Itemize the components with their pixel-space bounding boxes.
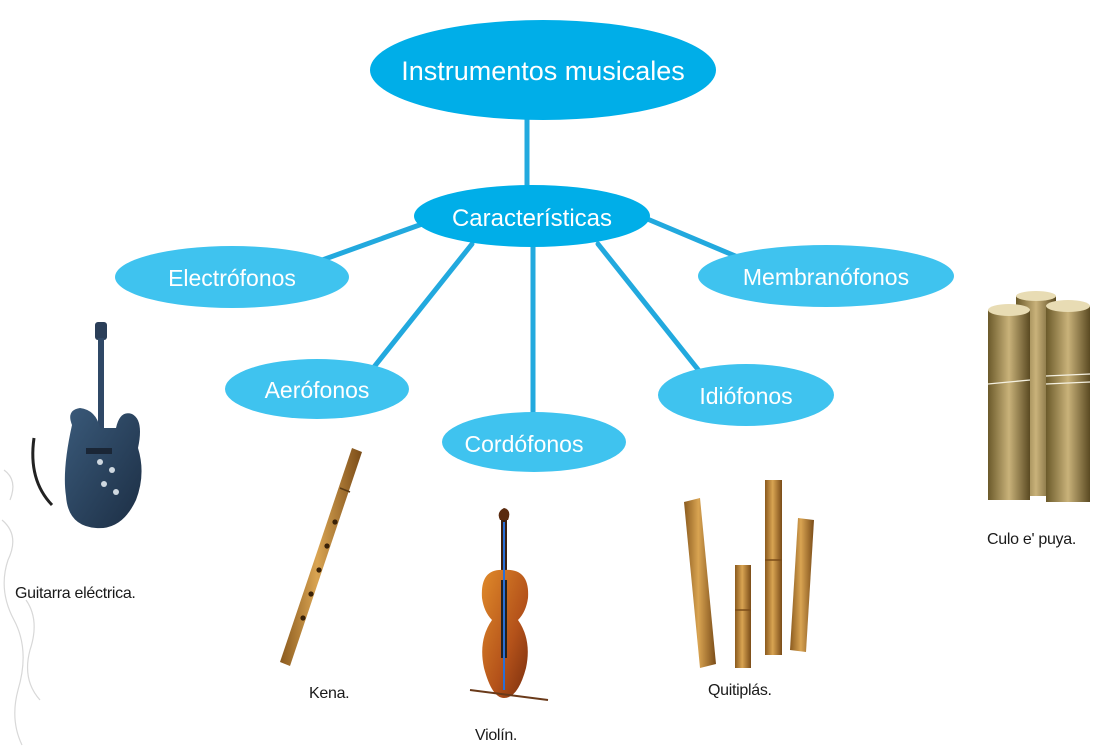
category-node-electrofonos: Electrófonos bbox=[115, 246, 349, 308]
category-label-cordofonos: Cordófonos bbox=[465, 431, 584, 457]
caption-culo-e-puya: Culo e' puya. bbox=[987, 531, 1076, 548]
root-node-label: Instrumentos musicales bbox=[401, 56, 685, 86]
caption-quitiplas: Quitiplás. bbox=[708, 682, 772, 699]
category-node-membranofonos: Membranófonos bbox=[698, 245, 954, 307]
violin-icon bbox=[469, 508, 549, 701]
quitiplas-tubes-icon bbox=[684, 480, 814, 668]
category-label-membranofonos: Membranófonos bbox=[743, 264, 909, 290]
kena-flute-icon bbox=[280, 448, 362, 666]
connector-hub-idiofonos bbox=[595, 241, 703, 375]
sketch-decoration-icon bbox=[1, 469, 41, 746]
connector-hub-membranofonos bbox=[642, 215, 743, 261]
connector-lines bbox=[297, 97, 743, 431]
category-label-aerofonos: Aerófonos bbox=[265, 377, 370, 403]
electric-guitar-icon bbox=[31, 322, 142, 529]
category-node-cordofonos: Cordófonos bbox=[442, 412, 626, 472]
category-node-aerofonos: Aerófonos bbox=[225, 359, 409, 419]
category-label-idiofonos: Idiófonos bbox=[699, 383, 792, 409]
category-label-electrofonos: Electrófonos bbox=[168, 265, 296, 291]
caption-violin: Violín. bbox=[475, 727, 518, 744]
root-node: Instrumentos musicales bbox=[370, 20, 716, 120]
hub-node-label: Características bbox=[452, 205, 612, 232]
culo-e-puya-drums-icon bbox=[987, 291, 1091, 502]
caption-kena: Kena. bbox=[309, 685, 350, 702]
caption-guitarra-electrica: Guitarra eléctrica. bbox=[15, 585, 136, 602]
hub-node: Características bbox=[414, 185, 650, 247]
category-node-idiofonos: Idiófonos bbox=[658, 364, 834, 426]
connector-hub-aerofonos bbox=[367, 241, 475, 375]
